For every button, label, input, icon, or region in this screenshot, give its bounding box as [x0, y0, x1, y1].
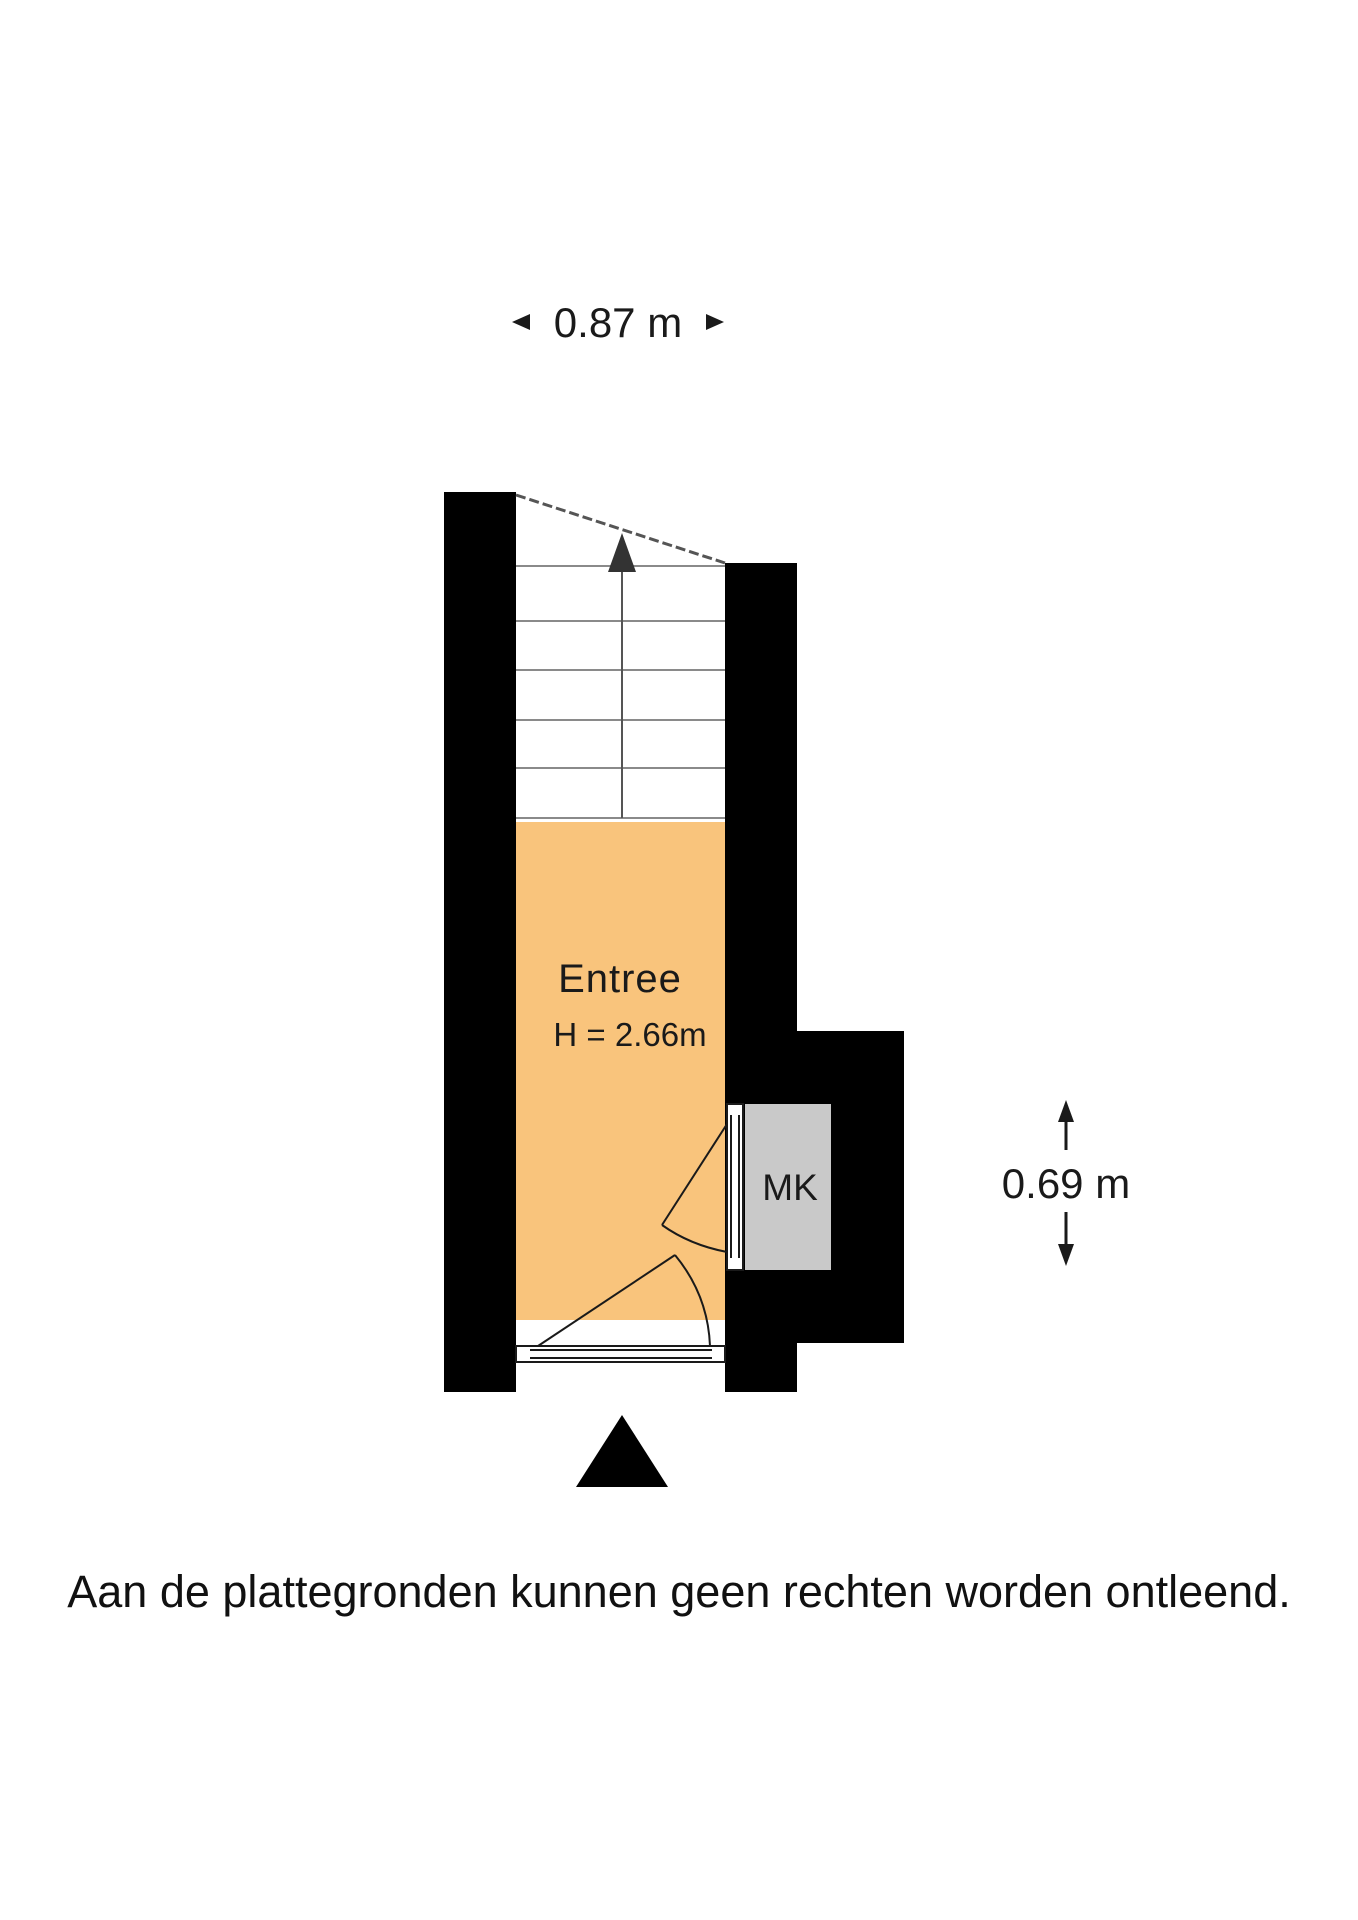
- closet-door-leaf: [661, 1123, 728, 1226]
- arrow-up-icon: [1058, 1100, 1074, 1122]
- arrow-left-icon: [512, 314, 530, 330]
- walls: [444, 492, 904, 1392]
- front-door: [515, 1254, 726, 1392]
- depth-dimension-label: 0.69 m: [1002, 1160, 1130, 1207]
- room-mk: MK: [745, 1104, 831, 1270]
- room-entree-height: H = 2.66m: [553, 1016, 706, 1053]
- width-dimension: 0.87 m: [512, 299, 724, 346]
- front-door-swing: [674, 1254, 711, 1347]
- front-door-leaf: [537, 1254, 676, 1347]
- stair-up-arrow-icon: [608, 533, 636, 572]
- staircase: [515, 492, 726, 819]
- closet-door-frame: [726, 1103, 744, 1271]
- room-mk-name: MK: [762, 1167, 818, 1208]
- wall-right-upper: [725, 563, 797, 1032]
- arrow-down-icon: [1058, 1244, 1074, 1266]
- stair-edge: [515, 493, 726, 565]
- front-door-frame: [515, 1345, 726, 1363]
- room-entree-name: Entree: [558, 957, 682, 1001]
- depth-dimension: 0.69 m: [1002, 1100, 1130, 1266]
- width-dimension-label: 0.87 m: [554, 299, 682, 346]
- closet-door-swing: [661, 1224, 728, 1253]
- stair-treads: [516, 565, 725, 819]
- room-entree: Entree H = 2.66m: [516, 822, 725, 1320]
- disclaimer-text: Aan de plattegronden kunnen geen rechten…: [67, 1566, 1291, 1617]
- wall-right-lower: [725, 1340, 797, 1392]
- arrow-right-icon: [706, 314, 724, 330]
- closet-door: [661, 1103, 744, 1271]
- room-entree-floor: [516, 822, 725, 1320]
- stair-area: [516, 492, 725, 818]
- room-mk-floor: [745, 1104, 831, 1270]
- wall-left: [444, 492, 516, 1392]
- entrance-arrow-icon: [576, 1415, 668, 1487]
